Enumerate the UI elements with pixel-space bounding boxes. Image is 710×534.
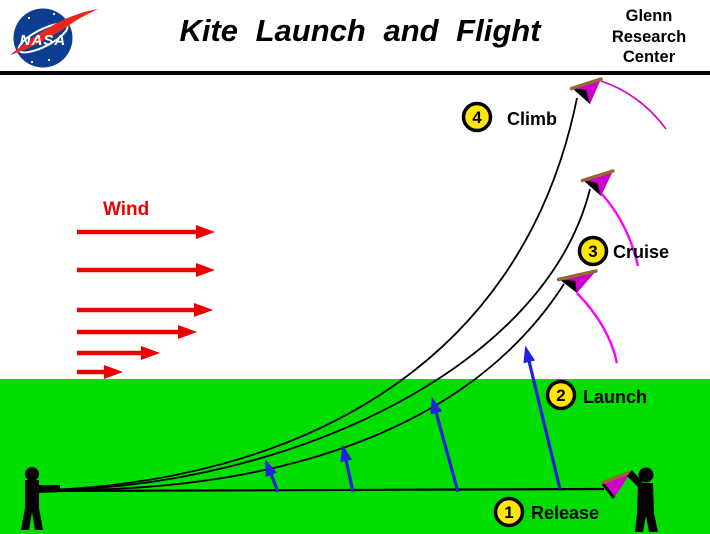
nasa-logo-icon: NASA [10,8,98,68]
stage-climb-marker: 4 Climb [461,101,557,133]
wind-profile: Wind [77,199,215,379]
kite-tail [600,80,667,130]
stage-label: Climb [507,109,557,129]
org-line-2: Research [611,27,687,46]
stage-label: Launch [583,387,647,407]
stage-label: Release [531,503,599,523]
kite-flyer-right-figure [627,467,658,532]
stage-badge [545,379,577,411]
lift-arrow [430,396,460,493]
wind-label: Wind [103,199,149,220]
kite-flyer-left-figure [21,467,60,530]
stage-number: 1 [504,503,513,522]
stage-number: 2 [556,386,565,405]
nasa-logo-swoosh [10,9,98,55]
stage-badge [493,496,525,528]
header-divider [0,71,710,75]
kite-tail [600,192,640,267]
lift-arrow [340,444,355,493]
kite-launch [556,269,619,364]
stage-number: 4 [472,108,482,127]
stage-cruise-marker: 3 Cruise [577,235,669,267]
string-release [49,487,605,493]
lift-arrow [523,345,562,490]
stage-badge [577,235,609,267]
stage-launch-marker: 2 Launch [545,379,647,411]
org-line-1: Glenn [625,7,673,25]
lift-arrow [265,459,280,493]
lift-arrows [265,345,562,493]
kite-strings [49,97,605,493]
kite-release [601,470,633,499]
string-climb [49,97,578,491]
string-cruise [49,188,591,491]
stage-release-marker: 1 Release [493,496,599,528]
stage-badge [461,101,493,133]
org-line-3: Center [622,48,676,66]
nasa-logo-text: NASA [20,32,67,49]
kite-climb [569,77,667,130]
kite-tail [576,292,619,364]
stage-number: 3 [588,242,597,261]
string-launch [49,283,565,491]
ground [0,379,710,534]
kite-cruise [580,169,640,267]
stage-label: Cruise [613,242,669,262]
page-title: Kite Launch and Flight [179,13,541,48]
org-name: Glenn Research Center [593,6,705,68]
